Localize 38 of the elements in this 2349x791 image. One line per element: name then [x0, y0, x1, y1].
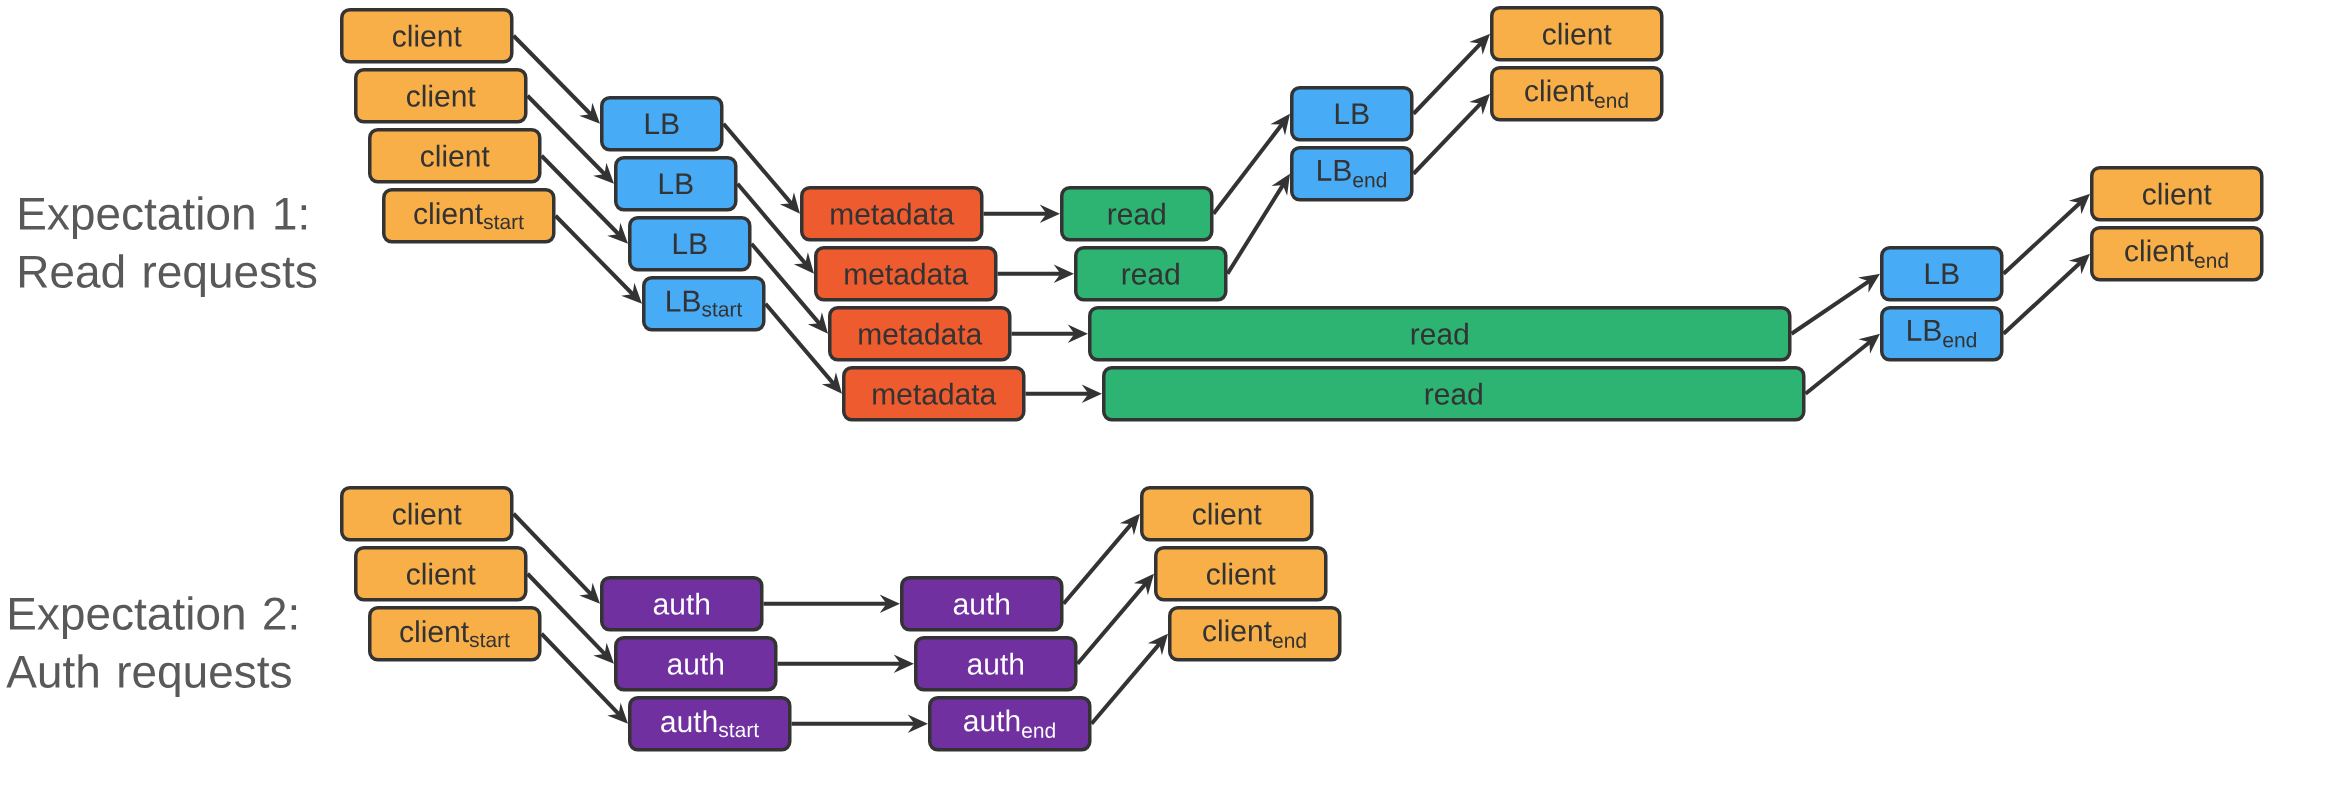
- process-box: client: [368, 128, 542, 184]
- process-box: auth$_{end}$: [928, 696, 1092, 752]
- process-box: auth: [900, 576, 1064, 632]
- process-box: LB: [1290, 86, 1414, 142]
- process-box: client$_{end}$: [2090, 226, 2264, 282]
- process-box: client$_{end}$: [1490, 66, 1664, 122]
- process-box: client: [2090, 166, 2264, 222]
- row-label: Expectation 1: Read requests: [20, 196, 317, 298]
- process-box: read: [1074, 246, 1228, 302]
- process-box: read: [1060, 186, 1214, 242]
- process-box: client: [354, 546, 528, 602]
- process-box: metadata: [828, 306, 1012, 362]
- process-box: client: [354, 68, 528, 124]
- process-box: auth: [600, 576, 764, 632]
- process-box: client: [1140, 486, 1314, 542]
- process-box: metadata: [800, 186, 984, 242]
- process-box: metadata: [842, 366, 1026, 422]
- process-box: read: [1088, 306, 1792, 362]
- process-box: LB$_{end}$: [1290, 146, 1414, 202]
- process-box: LB$_{start}$: [642, 276, 766, 332]
- process-box: LB: [628, 216, 752, 272]
- process-box: LB: [614, 156, 738, 212]
- process-box: auth: [914, 636, 1078, 692]
- process-box: LB$_{end}$: [1880, 306, 2004, 362]
- process-box: client$_{start}$: [368, 606, 542, 662]
- process-box: client$_{end}$: [1168, 606, 1342, 662]
- process-box: read: [1102, 366, 1806, 422]
- row-label: Expectation 2: Auth requests: [6, 596, 297, 698]
- process-box: client: [340, 486, 514, 542]
- process-box: LB: [600, 96, 724, 152]
- process-box: client: [1490, 6, 1664, 62]
- process-box: metadata: [814, 246, 998, 302]
- process-box: auth: [614, 636, 778, 692]
- process-box: LB: [1880, 246, 2004, 302]
- process-box: client: [1154, 546, 1328, 602]
- process-box: client: [340, 8, 514, 64]
- process-box: client$_{start}$: [382, 188, 556, 244]
- process-box: auth$_{start}$: [628, 696, 792, 752]
